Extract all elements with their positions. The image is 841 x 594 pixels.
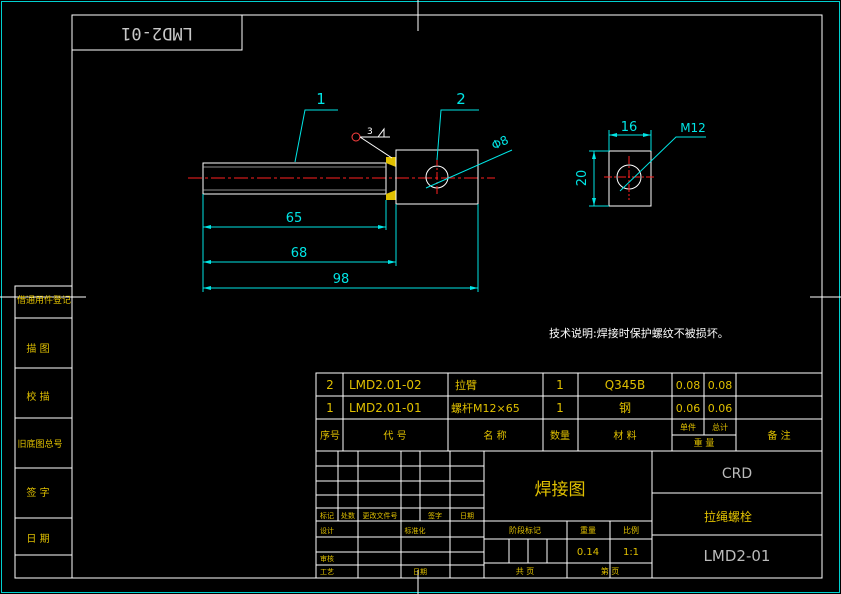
row-standard: 标准化 xyxy=(405,526,426,535)
rev-header: 日期 xyxy=(460,512,474,520)
scale-value: 1:1 xyxy=(623,547,639,558)
side-view-square xyxy=(608,150,652,207)
dia-dim-text: Φ8 xyxy=(489,133,510,153)
bom-unit-weight: 0.08 xyxy=(676,379,701,392)
drawing-number-rotated: LMD2-01 xyxy=(121,23,193,43)
bom-header-weight: 重 量 xyxy=(694,437,715,449)
weld-fillet-bottom xyxy=(386,190,396,200)
rev-header: 更改文件号 xyxy=(363,511,398,520)
dim-16-text: 16 xyxy=(621,120,638,135)
bom-qty: 1 xyxy=(556,401,564,415)
m12-leader xyxy=(619,136,706,192)
weight-value: 0.14 xyxy=(577,547,599,558)
title-block-title: 焊接图 xyxy=(535,480,586,500)
title-block-company: CRD xyxy=(722,466,752,482)
left-col-label: 描 图 xyxy=(26,342,49,355)
row-design: 设计 xyxy=(320,526,334,535)
leader-1-line xyxy=(294,109,338,163)
bom-total-weight: 0.06 xyxy=(708,402,733,415)
dim-65-arrow-l xyxy=(203,225,211,229)
dim-98-arrow-r xyxy=(470,286,478,290)
bom-name: 拉臂 xyxy=(455,378,477,392)
sheet-total: 共 页 xyxy=(516,567,535,576)
title-block-grid xyxy=(315,450,823,579)
dim-20-arrow-b xyxy=(592,198,596,206)
bom-no: 1 xyxy=(326,401,334,415)
left-col-label: 签 字 xyxy=(26,486,49,499)
bom-qty: 1 xyxy=(556,378,564,392)
bom-header-no: 序号 xyxy=(320,429,340,442)
dim-20-text: 20 xyxy=(575,170,590,187)
bom-code: LMD2.01-01 xyxy=(349,401,422,415)
bom-name: 螺杆M12×65 xyxy=(451,401,520,415)
drawing-frame xyxy=(71,14,823,579)
leader-1-label: 1 xyxy=(316,90,326,108)
left-col-label: 旧底图总号 xyxy=(17,438,62,450)
rev-header: 标记 xyxy=(320,511,334,520)
row-approve: 日期 xyxy=(413,568,427,576)
row-process: 工艺 xyxy=(320,568,334,576)
bom-header-note: 备 注 xyxy=(767,429,790,442)
dim-68-arrow-r xyxy=(388,260,396,264)
bom-material: 钢 xyxy=(619,401,631,415)
bom-no: 2 xyxy=(326,378,334,392)
rev-header: 签字 xyxy=(428,511,442,520)
dim-16-arrow-r xyxy=(643,133,651,137)
dia-dim-line xyxy=(425,149,513,189)
bom-material: Q345B xyxy=(605,378,646,392)
rev-header: 处数 xyxy=(341,511,355,520)
bom-unit-weight: 0.06 xyxy=(676,402,701,415)
tech-note: 技术说明:焊接时保护螺纹不被损坏。 xyxy=(549,326,729,340)
bom-header-material: 材 料 xyxy=(613,429,636,442)
weld-symbol-arrow xyxy=(359,136,393,159)
weld-symbol-size: 3 xyxy=(367,127,373,137)
scale-label: 比例 xyxy=(623,525,639,535)
bom-header-code: 代 号 xyxy=(383,430,406,442)
left-col-label: 借通用件登记 xyxy=(17,294,71,306)
dim-65-text: 65 xyxy=(286,211,303,226)
left-col-label: 日 期 xyxy=(26,533,49,545)
dim-20-arrow-t xyxy=(592,151,596,159)
bom-header-name: 名 称 xyxy=(483,429,506,442)
stage-mark-label: 阶段标记 xyxy=(509,525,541,535)
bom-total-weight: 0.08 xyxy=(708,379,733,392)
dim-98-arrow-l xyxy=(203,286,211,290)
leader-2-line xyxy=(436,109,479,161)
weight-label: 重量 xyxy=(580,525,596,535)
bom-header-qty: 数量 xyxy=(550,429,570,442)
weld-symbol-triangle xyxy=(377,127,385,138)
m12-text: M12 xyxy=(680,121,706,135)
title-block-drawing-no: LMD2-01 xyxy=(704,547,771,565)
bom-header-total: 总计 xyxy=(712,422,728,432)
title-block-part-name: 拉绳螺栓 xyxy=(704,509,752,524)
weld-symbol-circle xyxy=(351,132,361,142)
bom-header-unit: 单件 xyxy=(680,422,696,432)
dim-68-arrow-l xyxy=(203,260,211,264)
row-review: 审核 xyxy=(320,554,334,563)
bolt-shank xyxy=(202,162,387,195)
leader-2-label: 2 xyxy=(456,90,466,108)
bom-code: LMD2.01-02 xyxy=(349,378,422,392)
dim-65-arrow-r xyxy=(378,225,386,229)
dim-16-arrow-l xyxy=(609,133,617,137)
lug-block xyxy=(395,149,479,205)
dim-98-text: 98 xyxy=(333,272,350,287)
drawing-number-box xyxy=(71,14,243,51)
sheet-no: 第 页 xyxy=(601,566,620,576)
weld-fillet-top xyxy=(386,157,396,167)
left-column xyxy=(14,285,73,579)
left-col-label: 校 描 xyxy=(26,390,49,403)
dim-68-text: 68 xyxy=(291,246,308,261)
